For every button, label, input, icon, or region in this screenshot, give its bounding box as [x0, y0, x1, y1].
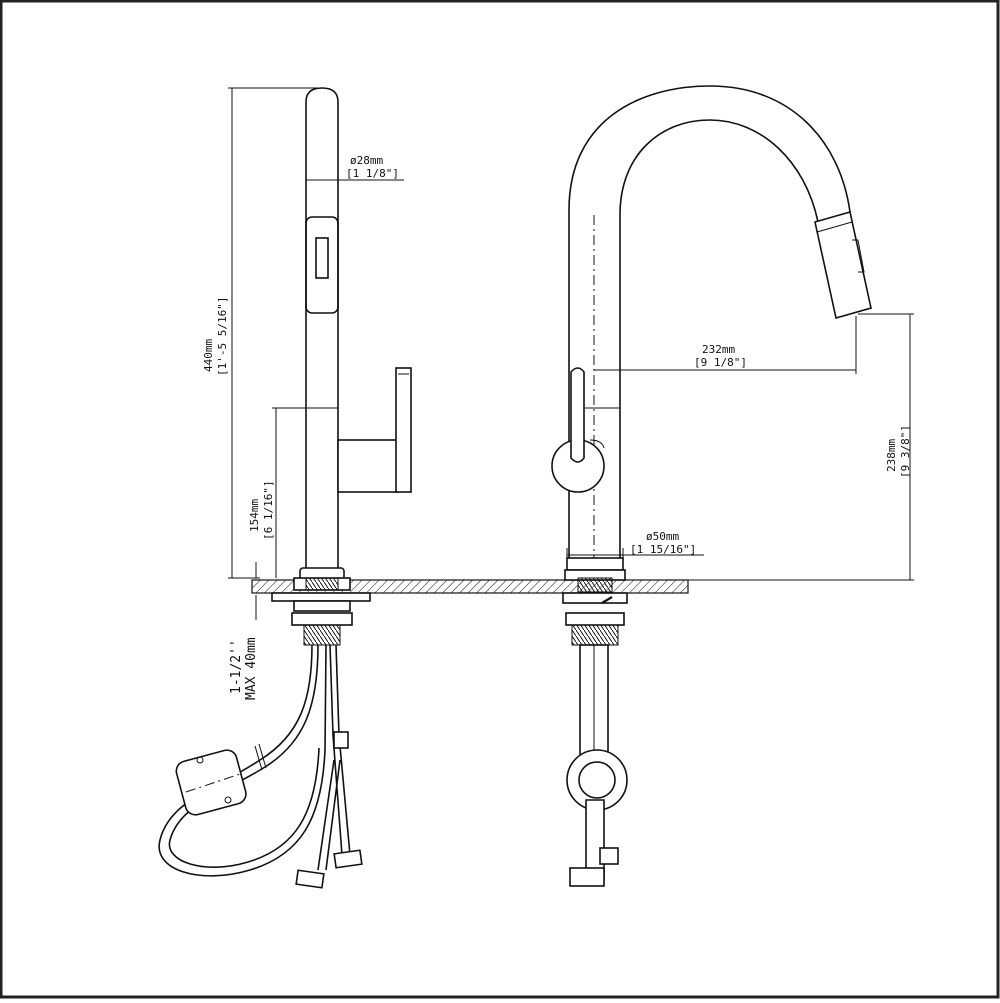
side-supply-hose-b: [317, 759, 335, 871]
spout-diameter-metric: ø28mm: [350, 154, 383, 167]
front-view-faucet: [551, 85, 872, 887]
handle-height-metric: 154mm: [248, 499, 261, 532]
side-handle-lever: [395, 367, 412, 493]
front-spout-outer: [568, 85, 851, 568]
base-diameter-imperial: [1 15/16"]: [630, 543, 696, 556]
side-hose-fitting-b: [295, 869, 325, 889]
spout-reach-imperial: [9 1/8"]: [694, 356, 747, 369]
side-hose-fitting-a: [333, 849, 363, 869]
spout-diameter-imperial: [1 1/8"]: [346, 167, 399, 180]
side-hose-weight: [175, 749, 247, 816]
side-pulldown-hose: [158, 644, 327, 877]
dimension-lines: [228, 87, 914, 620]
spout-clearance-metric: 238mm: [885, 439, 898, 472]
side-view-faucet: [158, 87, 412, 889]
spout-clearance-imperial: [9 3/8"]: [899, 425, 912, 478]
spout-reach-metric: 232mm: [702, 343, 735, 356]
front-spout-inner: [619, 119, 819, 408]
side-handle-block: [337, 439, 399, 493]
side-supply-hose-a: [329, 644, 343, 856]
handle-height-imperial: [6 1/16"]: [262, 480, 275, 540]
front-spray-head: [814, 210, 872, 320]
deck-thickness-metric: 1-1/2'': [229, 639, 244, 694]
deck-thickness-imperial: MAX 40mm: [244, 637, 259, 700]
front-hose-fitting: [569, 867, 605, 887]
side-spout-body: [305, 87, 339, 568]
side-spray-button: [315, 237, 329, 279]
base-diameter-metric: ø50mm: [646, 530, 679, 543]
front-handle-lever: [570, 367, 585, 463]
total-height-metric: 440mm: [202, 339, 215, 372]
side-spray-head: [305, 216, 339, 314]
dimension-labels: ø28mm [1 1/8"] 440mm [1'-5 5/16"] 154mm …: [202, 154, 912, 700]
total-height-imperial: [1'-5 5/16"]: [216, 297, 229, 376]
